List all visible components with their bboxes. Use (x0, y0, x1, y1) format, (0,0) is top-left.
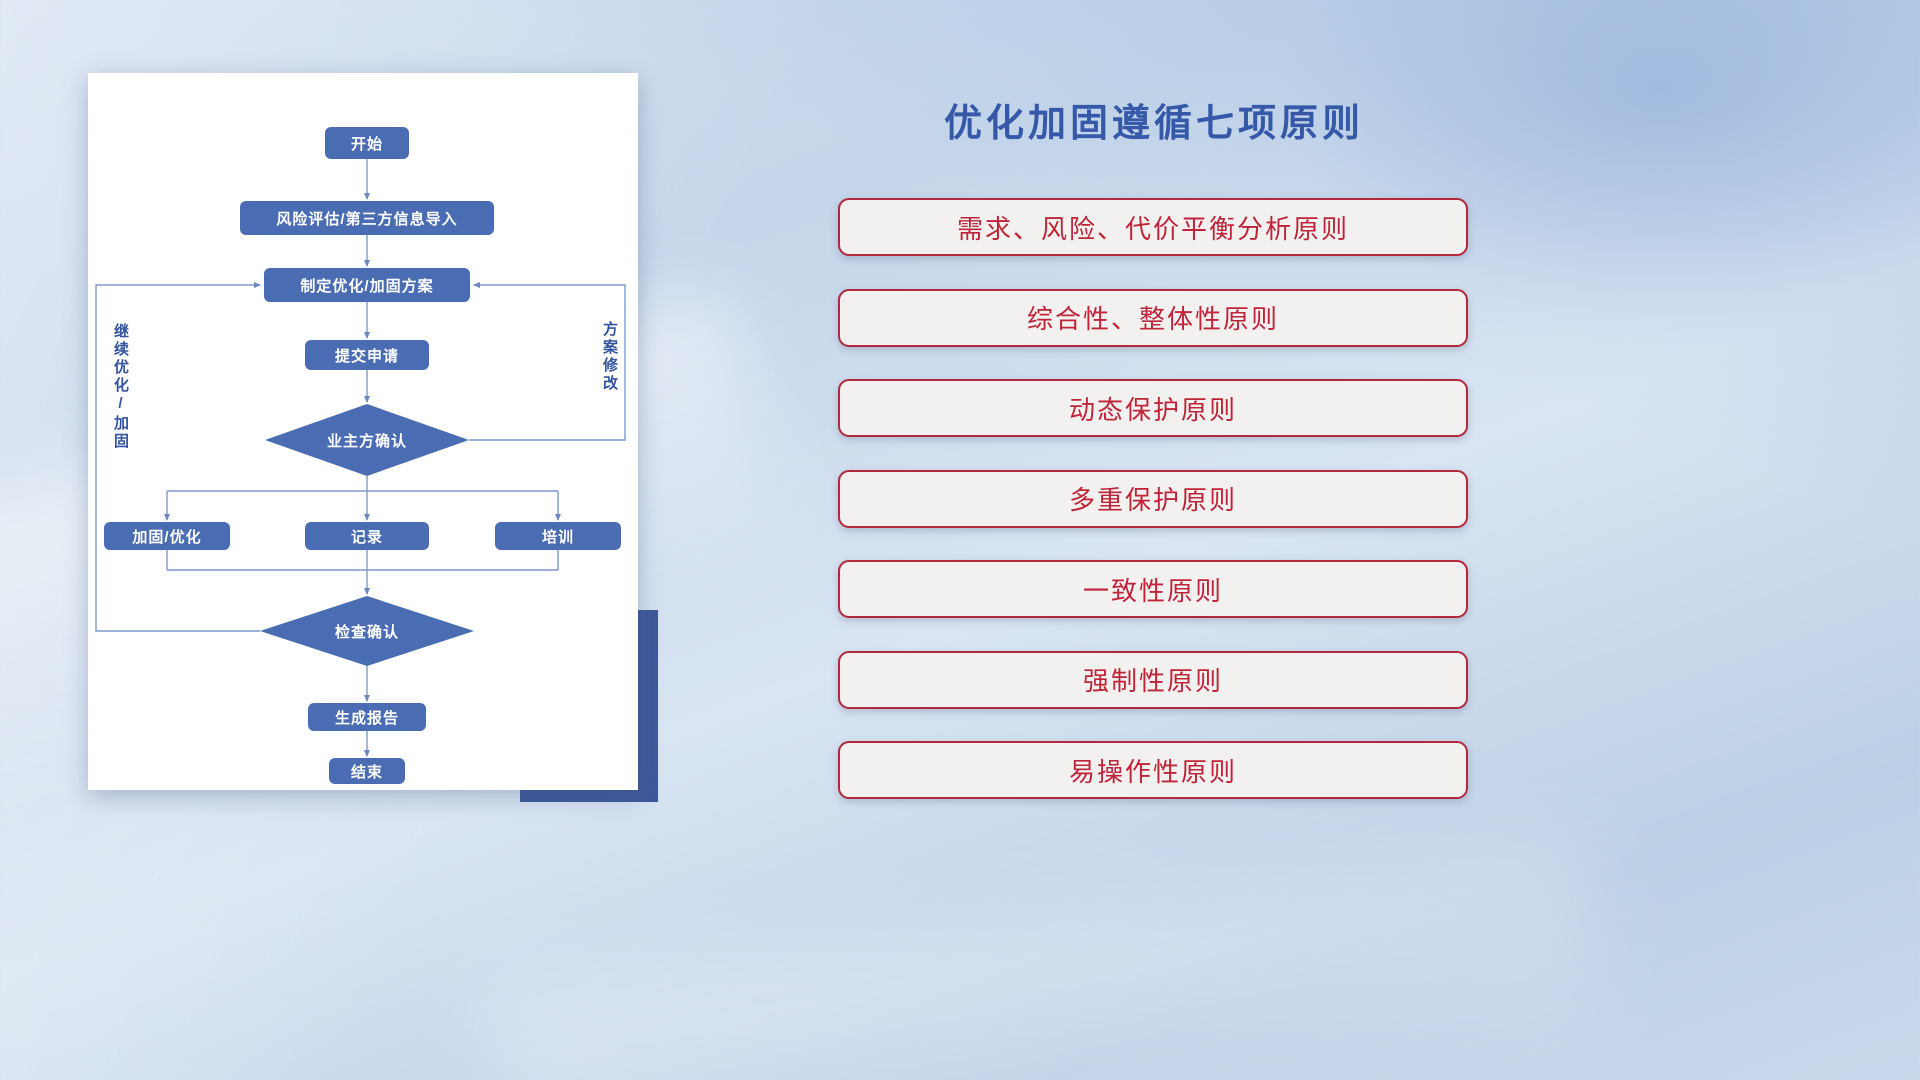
flow-node-harden-optimize: 加固/优化 (104, 522, 230, 550)
principle-text: 多重保护原则 (1068, 485, 1237, 515)
flow-node-submit-application: 提交申请 (305, 340, 429, 370)
flow-node-record: 记录 (305, 522, 429, 550)
principle-item-comprehensive: 综合性、整体性原则 (838, 288, 1468, 347)
principles-list: 需求、风险、代价平衡分析原则 综合性、整体性原则 动态保护原则 多重保护原则 一… (838, 198, 1468, 799)
principle-item-multi-protection: 多重保护原则 (838, 469, 1468, 528)
flow-node-end: 结束 (329, 758, 405, 784)
principle-item-balance: 需求、风险、代价平衡分析原则 (838, 198, 1468, 256)
loop-label-continue-optimize: 继续优化/加固 (112, 323, 129, 451)
principle-item-mandatory: 强制性原则 (838, 650, 1468, 709)
page-title: 优化加固遵循七项原则 (943, 103, 1364, 145)
principle-text: 一致性原则 (1082, 575, 1223, 606)
loop-label-plan-modify: 方案修改 (601, 321, 618, 393)
principle-item-dynamic-protection: 动态保护原则 (838, 379, 1468, 437)
principle-text: 需求、风险、代价平衡分析原则 (956, 213, 1349, 244)
flow-node-generate-report: 生成报告 (308, 703, 426, 731)
principle-item-consistency: 一致性原则 (838, 560, 1468, 618)
principle-item-operability: 易操作性原则 (838, 741, 1468, 799)
principle-text: 易操作性原则 (1068, 756, 1237, 787)
principle-text: 综合性、整体性原则 (1026, 304, 1279, 334)
background-light-streak-bottom (488, 844, 1612, 1080)
flow-node-start: 开始 (325, 127, 409, 159)
flow-node-training: 培训 (495, 522, 621, 550)
flowchart-card: 开始 风险评估/第三方信息导入 制定优化/加固方案 提交申请 业主方确认 加固/… (88, 73, 638, 790)
principle-text: 动态保护原则 (1068, 394, 1237, 425)
principle-text: 强制性原则 (1082, 666, 1223, 696)
flow-node-risk-import: 风险评估/第三方信息导入 (240, 201, 494, 235)
flow-node-make-plan: 制定优化/加固方案 (264, 268, 470, 302)
